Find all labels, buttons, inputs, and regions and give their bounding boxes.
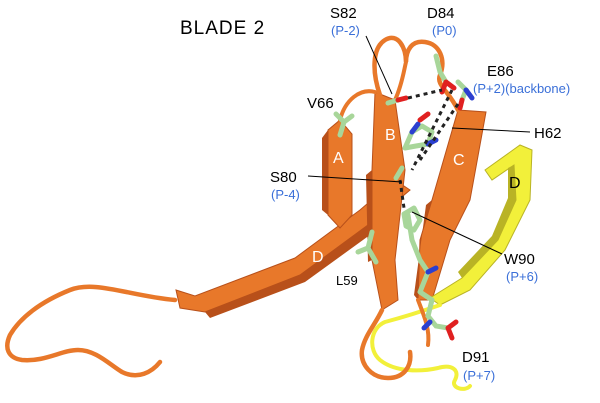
label-l59: L59 xyxy=(336,273,358,288)
label-d91-position: (P+7) xyxy=(463,368,495,383)
strand-d-shadow xyxy=(205,222,374,318)
helix-strand-d-shadow xyxy=(458,165,516,278)
h62-sidechain xyxy=(402,111,439,151)
label-s82-position: (P-2) xyxy=(331,23,360,38)
s80-sidechain xyxy=(393,165,405,181)
left-loop-coil xyxy=(5,284,178,378)
strand-c-side xyxy=(414,200,432,300)
label-v66: V66 xyxy=(307,95,334,112)
s82-sidechain xyxy=(385,95,409,106)
figure-title: BLADE 2 xyxy=(180,18,265,39)
label-d84: D84 xyxy=(427,5,455,22)
v66-sidechain xyxy=(333,111,355,138)
label-d91: D91 xyxy=(462,349,490,366)
hydrogen-bonds xyxy=(398,88,460,216)
e86-sidechain xyxy=(455,79,475,111)
label-h62: H62 xyxy=(534,125,562,142)
strand-a-side xyxy=(322,130,328,215)
strand-label-c: C xyxy=(453,152,465,169)
l59-sidechain xyxy=(355,229,379,265)
label-s82: S82 xyxy=(330,5,357,22)
label-d84-position: (P0) xyxy=(432,23,457,38)
d91-sidechain xyxy=(421,297,459,341)
label-e86-position: (P+2)(backbone) xyxy=(473,81,570,96)
strand-label-a: A xyxy=(333,150,344,167)
strand-label-b: B xyxy=(385,127,396,144)
bottom-orange-loop xyxy=(359,307,413,381)
label-e86: E86 xyxy=(487,63,514,80)
label-w90: W90 xyxy=(504,251,535,268)
w90-sidechain xyxy=(401,205,439,303)
d84-sidechain xyxy=(433,53,457,95)
label-w90-position: (P+6) xyxy=(506,269,538,284)
strand-label-d-left: D xyxy=(312,249,324,266)
a-b-connector xyxy=(338,89,377,122)
leader-lines xyxy=(307,35,531,255)
top-loop-coil-2 xyxy=(393,60,408,102)
label-s80: S80 xyxy=(270,169,297,186)
top-loop-coil xyxy=(372,35,461,113)
strand-b xyxy=(371,91,406,311)
label-s80-position: (P-4) xyxy=(271,187,300,202)
strand-label-d-right: D xyxy=(509,175,521,192)
